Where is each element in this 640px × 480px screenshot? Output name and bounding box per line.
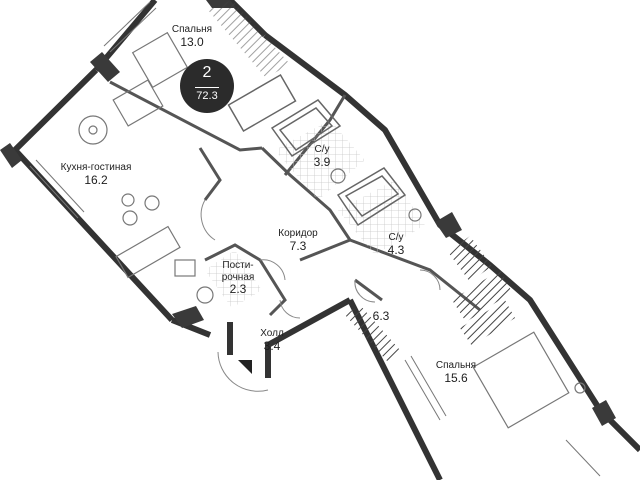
room-name: Спальня — [435, 360, 477, 371]
room-label-bedroom1: Спальня 13.0 — [172, 24, 212, 49]
room-area: 4.3 — [387, 242, 405, 257]
room-area: 6.3 — [372, 309, 390, 323]
room-area: 7.3 — [289, 238, 307, 253]
room-name: Кухня-гостиная — [60, 162, 132, 173]
room-label-corridor: Коридор 7.3 — [278, 228, 318, 253]
room-area: 16.2 — [84, 172, 108, 187]
bathtubs — [227, 73, 407, 227]
apartment-badge: 2 72.3 — [180, 59, 234, 113]
room-label-bath2: С/у 4.3 — [388, 232, 405, 257]
total-area: 72.3 — [196, 90, 218, 102]
room-area: 3.9 — [313, 154, 331, 169]
room-area: 2.3 — [229, 282, 247, 296]
room-label-laundry: Пости- рочная 2.3 — [222, 260, 255, 297]
room-label-balcony: 6.3 — [372, 309, 390, 324]
room-area: 3.4 — [263, 338, 281, 353]
room-name: Коридор — [278, 228, 318, 239]
doors — [200, 199, 441, 392]
room-area: 13.0 — [180, 34, 204, 49]
room-count: 2 — [202, 64, 212, 81]
room-name-line2: рочная — [221, 271, 255, 283]
room-name: С/у — [388, 232, 404, 243]
windows — [29, 1, 601, 477]
wall-blocks — [0, 0, 616, 426]
room-area: 15.6 — [444, 370, 468, 385]
bath-tiles — [205, 120, 425, 308]
room-name: С/у — [314, 144, 330, 155]
room-name: Спальня — [171, 24, 213, 35]
room-label-hall: Холл 3.4 — [260, 328, 284, 353]
furniture — [78, 31, 586, 429]
room-name-line1: Пости- — [222, 260, 254, 271]
entrance-arrow-icon — [238, 360, 252, 374]
room-label-bedroom2: Спальня 15.6 — [436, 360, 476, 385]
wardrobes — [208, 0, 515, 362]
badge-divider — [195, 87, 219, 88]
room-label-bath1: С/у 3.9 — [314, 144, 331, 169]
room-name: Холл — [260, 328, 284, 339]
room-label-kitchen: Кухня-гостиная 16.2 — [61, 162, 132, 187]
